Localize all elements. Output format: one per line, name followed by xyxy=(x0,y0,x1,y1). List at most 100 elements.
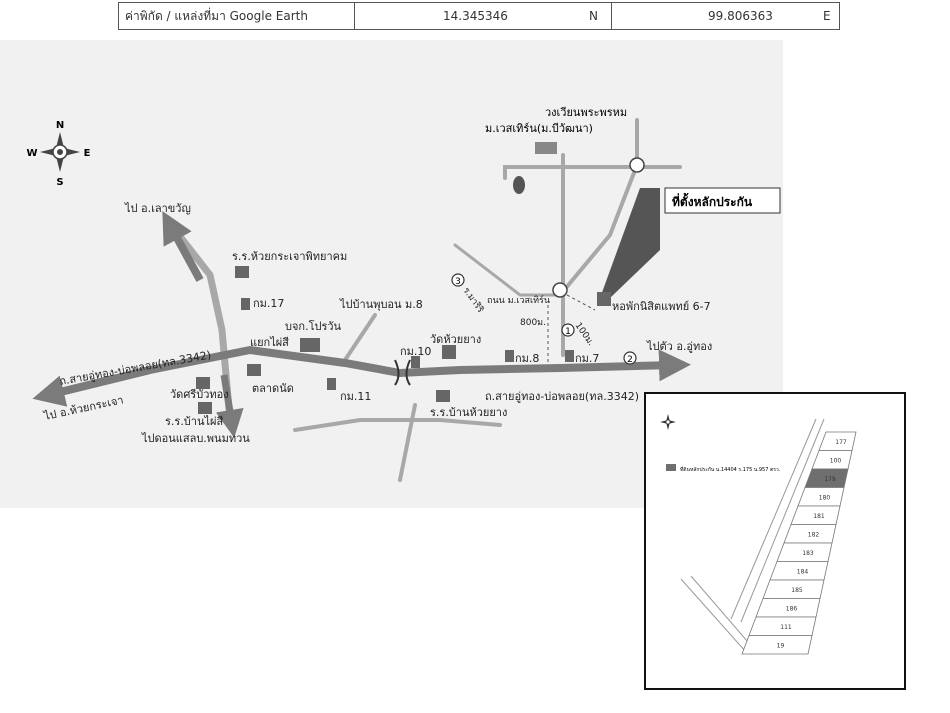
compass-s-label: S xyxy=(56,177,63,188)
road-lower xyxy=(293,418,502,432)
target-site-label-box xyxy=(664,187,781,214)
label-dist-100: 100ม. xyxy=(573,321,596,348)
label-km7: กม.7 xyxy=(575,352,599,365)
label-dorm: หอพักนิสิตแพทย์ 6-7 xyxy=(612,300,711,313)
arrow-lao-khwan xyxy=(162,210,204,282)
divider xyxy=(354,3,355,29)
inset-compass-icon xyxy=(660,414,676,430)
compass-n-label: N xyxy=(56,120,64,131)
label-wat-huai-yang: วัดห้วยยาง xyxy=(430,333,481,346)
parcel-label-180: 180 xyxy=(819,495,831,502)
route-marker-2-label: 2 xyxy=(627,355,633,365)
label-to-khon-saep: ไปดอนแสลบ.พนมทวน xyxy=(141,432,250,445)
label-km8: กม.8 xyxy=(515,352,539,365)
latitude-direction: N xyxy=(589,9,598,23)
target-site-label: ที่ตั้งหลักประกัน xyxy=(672,192,753,209)
road-lower-branch xyxy=(398,403,417,482)
junction-circle xyxy=(552,282,568,298)
parcel-label-100: 100 xyxy=(830,458,842,465)
compass-w-label: W xyxy=(26,148,37,159)
school-icon xyxy=(235,266,249,278)
inset-road-right xyxy=(740,418,825,623)
label-km11: กม.11 xyxy=(340,390,371,403)
label-road-right: ถ.สายอู่ทอง-บ่อพลอย(ทล.3342) xyxy=(485,390,639,403)
road-mae-ri xyxy=(453,243,557,297)
label-bjk-prawan: บจก.โปรวัน xyxy=(285,319,342,333)
label-to-lao-khwan: ไป อ.เลาขวัญ xyxy=(124,202,191,215)
longitude-direction: E xyxy=(823,9,831,23)
label-dist-800: 800ม. xyxy=(520,318,546,328)
circle-brahma-label: วงเวียนพระพรหม xyxy=(545,106,627,119)
parcel-inset-map: ที่ดินหลักประกัน น.14404 ร.175 น.957 ตรว… xyxy=(644,392,906,690)
distance-100-guide xyxy=(566,294,596,311)
label-wat-si-bua-thong: วัดศรีบัวทอง xyxy=(170,388,229,401)
location-map-svg: N S E W ที่ตั้งหลักประกัน xyxy=(26,106,781,482)
inset-road-left xyxy=(730,418,817,620)
label-road-left: ถ.สายอู่ทอง-บ่อพลอย(ทล.3342) xyxy=(58,348,212,388)
label-school-ban-huai-yang: ร.ร.บ้านห้วยยาง xyxy=(430,406,507,419)
university-logo-icon xyxy=(513,176,525,194)
route-marker-3 xyxy=(451,273,465,287)
label-school-huai-krachao: ร.ร.ห้วยกระเจาพิทยาคม xyxy=(232,250,347,263)
label-yaek-phai-si: แยกไผ่สี xyxy=(250,336,289,349)
roundabout-circle xyxy=(629,157,645,173)
label-to-u-thong: ไปตัว อ.อู่ทอง xyxy=(646,340,712,353)
km-post-icon-10 xyxy=(411,356,420,368)
highway-3342 xyxy=(47,345,691,399)
market-icon xyxy=(247,364,261,376)
parcel-19 xyxy=(741,635,813,655)
coord-source-label: ค่าพิกัด / แหล่งที่มา Google Earth xyxy=(125,9,308,23)
road-circle-south xyxy=(558,118,639,297)
km-post-icon-7 xyxy=(565,350,574,362)
arrow-don-saep xyxy=(215,374,244,438)
map-pins xyxy=(196,266,611,414)
inset-legend-swatch xyxy=(666,464,676,471)
label-to-phu-bon: ไปบ้านพุบอน ม.8 xyxy=(339,298,423,311)
parcel-label-183: 183 xyxy=(802,550,814,557)
divider xyxy=(611,3,612,29)
school-icon-2 xyxy=(198,402,212,414)
parcel-label-186: 186 xyxy=(786,606,798,613)
km-post-icon-11 xyxy=(327,378,336,390)
temple-icon-huai-yang xyxy=(442,345,456,359)
label-km10: กม.10 xyxy=(400,345,431,358)
label-road-western: ถนน ม.เวสเทิร์น xyxy=(487,294,550,306)
location-map: N S E W ที่ตั้งหลักประกัน xyxy=(0,40,783,508)
highway-west-arrow xyxy=(32,366,151,407)
label-school-ban-phai-si: ร.ร.บ้านไผ่สี xyxy=(165,415,223,428)
latitude-value: 14.345346 xyxy=(443,9,508,23)
parcel-label-177: 177 xyxy=(835,439,847,446)
road-top xyxy=(503,165,682,180)
parcel-label-19: 19 xyxy=(777,643,785,650)
label-km17: กม.17 xyxy=(253,297,284,310)
label-ror-mae-ri: ร.มาริริ xyxy=(461,285,486,315)
dorm-icon xyxy=(597,292,611,306)
km-post-icon xyxy=(241,298,250,310)
route-marker-3-label: 3 xyxy=(455,277,461,287)
factory-icon xyxy=(300,338,320,352)
parcel-label-111: 111 xyxy=(780,624,792,631)
parcel-label-184: 184 xyxy=(797,569,809,576)
temple-icon xyxy=(196,377,210,389)
route-markers xyxy=(451,273,637,365)
parcel-label-181: 181 xyxy=(813,513,825,520)
longitude-value: 99.806363 xyxy=(708,9,773,23)
compass-rose-icon: N S E W xyxy=(26,120,90,188)
university-label: ม.เวสเทิร์น(ม.บีวัฒนา) xyxy=(485,122,593,135)
label-market: ตลาดนัด xyxy=(252,382,294,395)
route-marker-1-label: 1 xyxy=(565,327,571,337)
bridge-icon xyxy=(394,359,411,386)
university-building-icon xyxy=(535,142,557,154)
school-icon-huai-yang xyxy=(436,390,450,402)
inset-road-south-1 xyxy=(680,578,747,653)
road-phu-bon xyxy=(343,313,377,362)
parcel-label-179: 179 xyxy=(824,476,836,483)
coordinate-bar: ค่าพิกัด / แหล่งที่มา Google Earth 14.34… xyxy=(118,2,840,30)
compass-e-label: E xyxy=(84,148,91,159)
parcel-label-182: 182 xyxy=(808,532,820,539)
inset-road-south-2 xyxy=(690,575,755,650)
label-to-huai-krachao: ไป อ.ห้วยกระเจา xyxy=(42,393,125,423)
inset-legend-label: ที่ดินหลักประกัน น.14404 ร.175 น.957 ตรว… xyxy=(680,466,781,473)
route-marker-1 xyxy=(561,323,575,337)
